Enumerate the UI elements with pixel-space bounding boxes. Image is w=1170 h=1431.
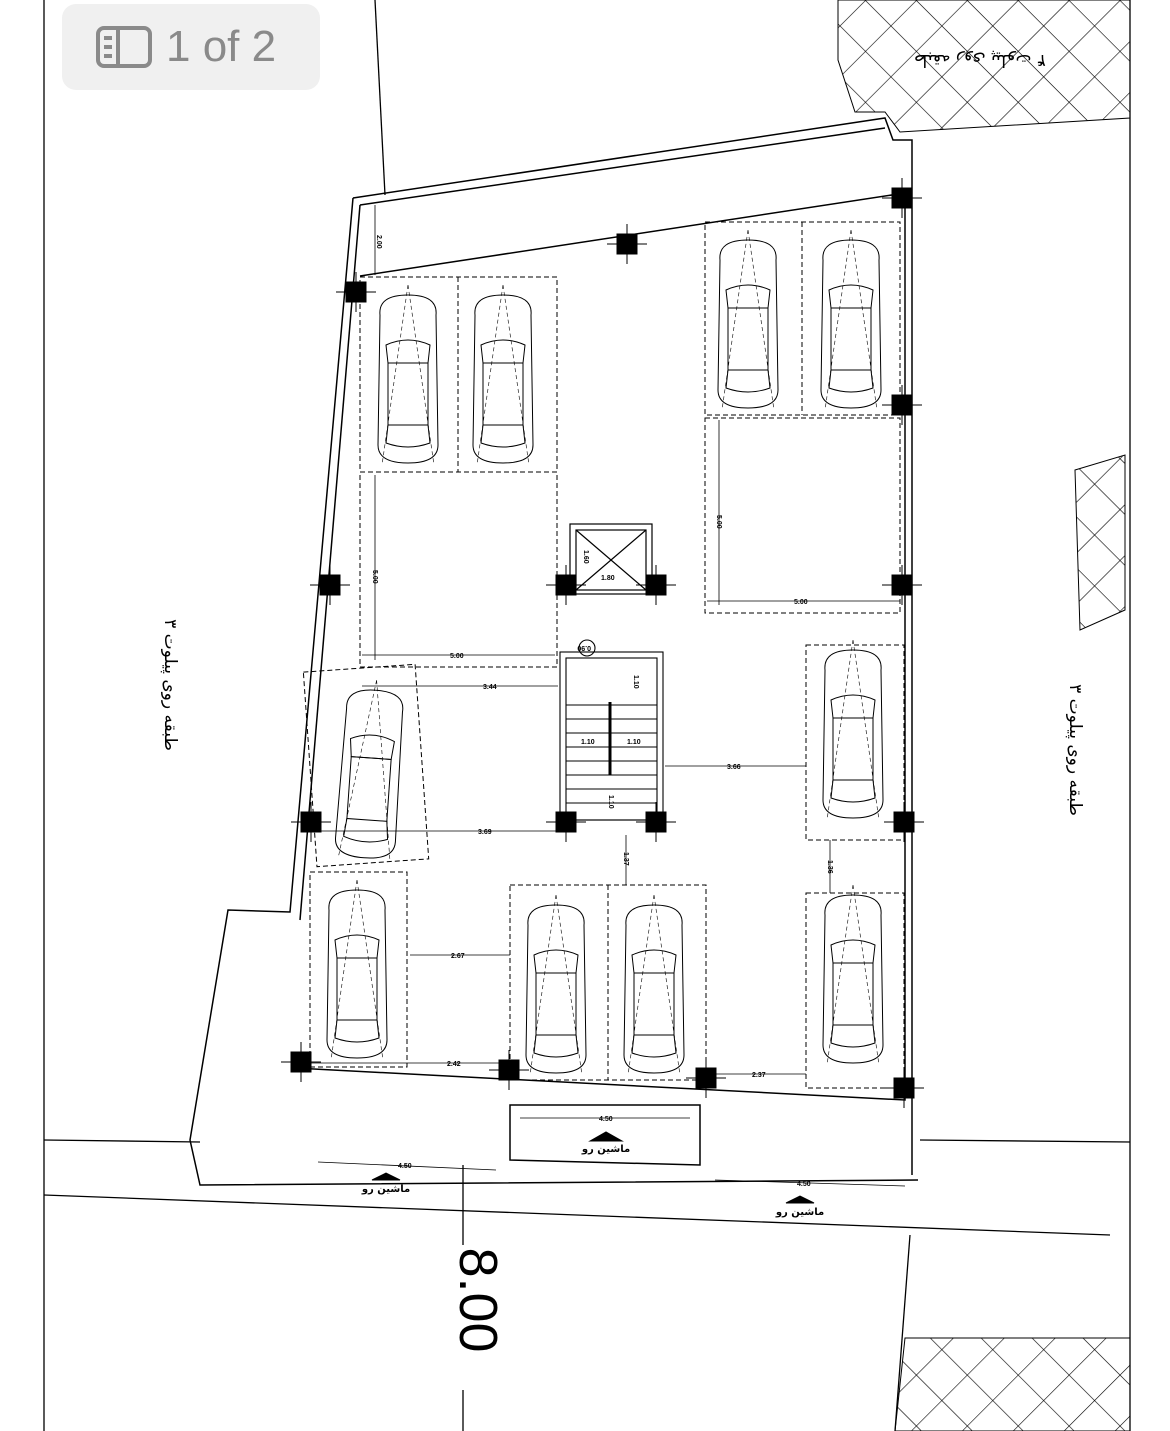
site-lines [43,0,1131,1431]
columns [281,178,924,1108]
label-right-neighbor: ۳ طبقه روی پیلوت [1065,684,1085,816]
stair [559,639,664,821]
dim-stair-bottom: 1.10 [607,795,614,809]
driveway-arrow-right [785,1195,815,1204]
car-icon [820,229,882,411]
car-icon [822,884,884,1066]
structural-column [489,1050,529,1090]
label-left-neighbor: ۳ طبقه روی پیلوت [160,619,180,751]
dim-stair-landing: 1.10 [632,675,639,689]
dim-gate-left: 4.50 [398,1163,412,1170]
dimension-lines [310,205,906,1187]
car-icon [377,284,439,466]
dim-elevator-depth: 1.60 [582,550,589,564]
car-icon [326,879,388,1061]
dim-stair-flight-right: 1.10 [627,739,641,746]
label-driveway-center: ماشین رو [581,1144,630,1155]
dim-elevator-width: 1.80 [601,575,615,582]
dim-gap-bottom-right: 2.37 [752,1072,766,1079]
dim-top-setback: 2.00 [375,235,382,249]
structural-column [607,224,647,264]
dim-gap-bottom-left: 2.42 [447,1061,461,1068]
dim-aisle-bottom-left: 2.67 [451,953,465,960]
hatched-neighbor-right [1074,454,1126,631]
structural-column [882,178,922,218]
building-outline [189,117,919,1186]
structural-column [882,385,922,425]
cars [326,229,884,1076]
dim-gate-center: 4.50 [599,1116,613,1123]
dim-right-bay-width: 5.00 [794,599,808,606]
dim-aisle-right: 3.66 [727,764,741,771]
page-indicator-text: 1 of 2 [166,22,277,71]
structural-column [884,802,924,842]
car-icon [717,229,779,411]
driveway-arrow-center [588,1131,624,1142]
page-indicator-badge[interactable]: 1 of 2 [62,4,320,90]
dim-left-bay-height: 5.00 [371,570,378,584]
car-icon [822,639,884,821]
structural-column [884,1068,924,1108]
structural-column [636,565,676,605]
parking-bays [302,221,905,1089]
car-icon [335,680,404,862]
car-icon [525,894,587,1076]
dim-left-bay-width: 5.00 [450,653,464,660]
sidebar-icon[interactable] [96,26,152,68]
driveway-arrow-left [371,1172,401,1181]
structural-column [310,565,350,605]
car-icon [623,894,685,1076]
structural-column [336,272,376,312]
dim-street-width: 8.00 [448,1247,508,1352]
dim-gap-right: 1.36 [826,860,833,874]
label-top-neighbor: ۴ طبقه روی پیلوت [914,50,1046,70]
structural-column [636,802,676,842]
dim-gate-right: 4.50 [797,1181,811,1188]
dim-stair-flight-left: 1.10 [581,739,595,746]
structural-column [686,1058,726,1098]
elevator [569,523,653,595]
label-driveway-left: ماشین رو [361,1184,410,1195]
structural-column [281,1042,321,1082]
dim-door-stair: 0.90 [577,644,591,651]
car-icon [472,284,534,466]
structural-column [546,565,586,605]
dim-aisle-left-lower: 3.69 [478,829,492,836]
structural-column [291,802,331,842]
dim-gap-stair: 1.37 [622,852,629,866]
dim-aisle-left-upper: 3.44 [483,684,497,691]
structural-column [882,565,922,605]
label-driveway-right: ماشین رو [775,1207,824,1218]
hatched-neighbor-bottom [894,1337,1131,1431]
dim-right-bay-height: 5.00 [715,515,722,529]
